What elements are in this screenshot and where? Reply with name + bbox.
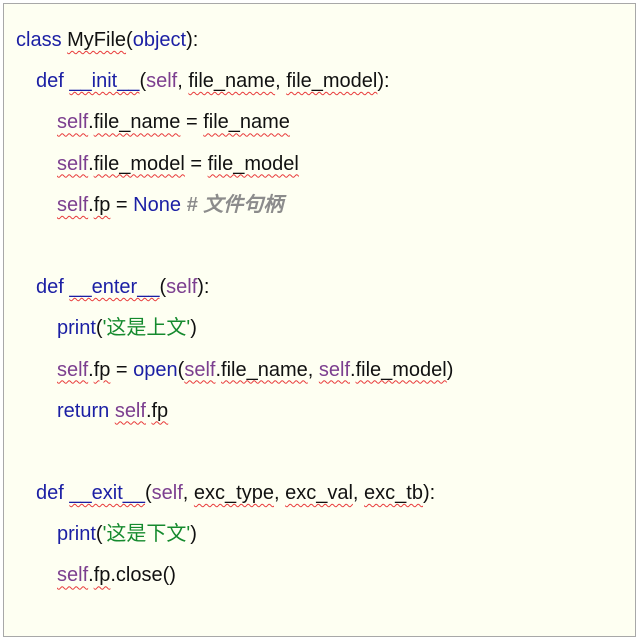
keyword-token: __enter__: [69, 276, 160, 299]
code-line: self.file_name = file_name: [16, 102, 453, 143]
keyword-token: return: [57, 399, 110, 422]
code-line: self.file_model = file_model: [16, 144, 453, 185]
self-token: self: [151, 482, 183, 505]
code-token: .: [88, 111, 94, 134]
code-token: ): [190, 523, 197, 546]
self-token: self: [57, 358, 89, 381]
string-literal: '这是下文': [102, 523, 191, 546]
self-token: self: [57, 152, 89, 175]
code-line: print('这是上文'): [16, 308, 453, 349]
code-token: ): [190, 317, 197, 340]
code-token: (: [95, 317, 103, 340]
code-token: file_model: [286, 70, 378, 93]
code-token: ,: [177, 70, 189, 93]
code-token: (: [177, 358, 185, 381]
self-token: self: [146, 70, 178, 93]
code-token: file_name: [93, 111, 181, 134]
keyword-token: __init__: [69, 70, 140, 93]
code-token: ):: [197, 276, 210, 299]
code-line: return self.fp: [16, 391, 453, 432]
code-token: ,: [273, 482, 286, 505]
code-token: ,: [352, 482, 365, 505]
code-line: class MyFile(object):: [16, 20, 453, 61]
code-token: (: [145, 482, 152, 505]
code-token: ):: [422, 482, 436, 505]
code-token: ,: [182, 482, 194, 505]
code-token: fp: [93, 193, 111, 216]
keyword-token: None: [133, 193, 181, 216]
code-document: class MyFile(object):def __init__(self, …: [3, 3, 636, 637]
code-token: fp: [151, 399, 169, 422]
code-token: =: [110, 193, 134, 216]
code-comment: # 文件句柄: [186, 193, 284, 216]
self-token: self: [57, 111, 89, 134]
code-line: def __enter__(self):: [16, 267, 453, 308]
code-token: .: [88, 193, 94, 216]
keyword-token: __exit__: [69, 482, 145, 505]
code-token: file_model: [355, 358, 447, 381]
keyword-token: def: [36, 482, 64, 505]
code-line: def __exit__(self, exc_type, exc_val, ex…: [16, 473, 453, 514]
string-literal: '这是上文': [102, 317, 191, 340]
code-token: .: [350, 358, 356, 381]
code-token: =: [180, 111, 204, 134]
code-token: ): [446, 358, 454, 381]
keyword-token: print: [57, 523, 96, 546]
code-line: print('这是下文'): [16, 514, 453, 555]
self-token: self: [57, 564, 89, 587]
code-token: exc_val: [285, 482, 353, 505]
code-token: .: [215, 358, 222, 381]
code-token: ):: [186, 29, 199, 51]
code-line: self.fp = open(self.file_name, self.file…: [16, 350, 453, 391]
keyword-token: object: [132, 29, 187, 51]
code-token: fp: [93, 358, 111, 381]
code-token: (: [159, 276, 167, 299]
keyword-token: print: [57, 317, 96, 340]
self-token: self: [57, 193, 89, 216]
code-token: file_model: [93, 152, 185, 175]
keyword-token: def: [36, 276, 64, 299]
keyword-token: class: [16, 29, 62, 51]
code-token: MyFile: [67, 29, 127, 51]
code-token: fp: [93, 564, 111, 587]
code-token: .close(): [110, 564, 176, 587]
code-block[interactable]: class MyFile(object):def __init__(self, …: [16, 20, 453, 597]
code-token: .: [88, 152, 94, 175]
code-token: .: [145, 399, 152, 422]
code-token: ,: [275, 70, 287, 93]
code-token: .: [88, 564, 94, 587]
self-token: self: [318, 358, 350, 381]
code-token: exc_tb: [364, 482, 423, 505]
code-token: (: [139, 70, 147, 93]
self-token: self: [166, 276, 198, 299]
code-token: file_name: [203, 111, 290, 134]
code-token: ,: [307, 358, 319, 381]
blank-line: [16, 226, 453, 267]
blank-line: [16, 432, 453, 473]
self-token: self: [184, 358, 216, 381]
code-token: (: [95, 523, 103, 546]
code-token: =: [110, 358, 134, 381]
keyword-token: open: [133, 358, 178, 381]
code-line: self.fp.close(): [16, 555, 453, 596]
code-token: =: [184, 152, 208, 175]
code-line: self.fp = None # 文件句柄: [16, 185, 453, 226]
self-token: self: [114, 399, 146, 422]
code-line: def __init__(self, file_name, file_model…: [16, 61, 453, 102]
code-token: file_name: [188, 70, 276, 93]
code-token: file_model: [207, 152, 299, 175]
code-token: .: [88, 358, 94, 381]
code-token: (: [126, 29, 133, 51]
code-token: file_name: [221, 358, 308, 381]
keyword-token: def: [36, 70, 64, 93]
code-token: exc_type: [193, 482, 274, 505]
code-token: ):: [377, 70, 390, 93]
